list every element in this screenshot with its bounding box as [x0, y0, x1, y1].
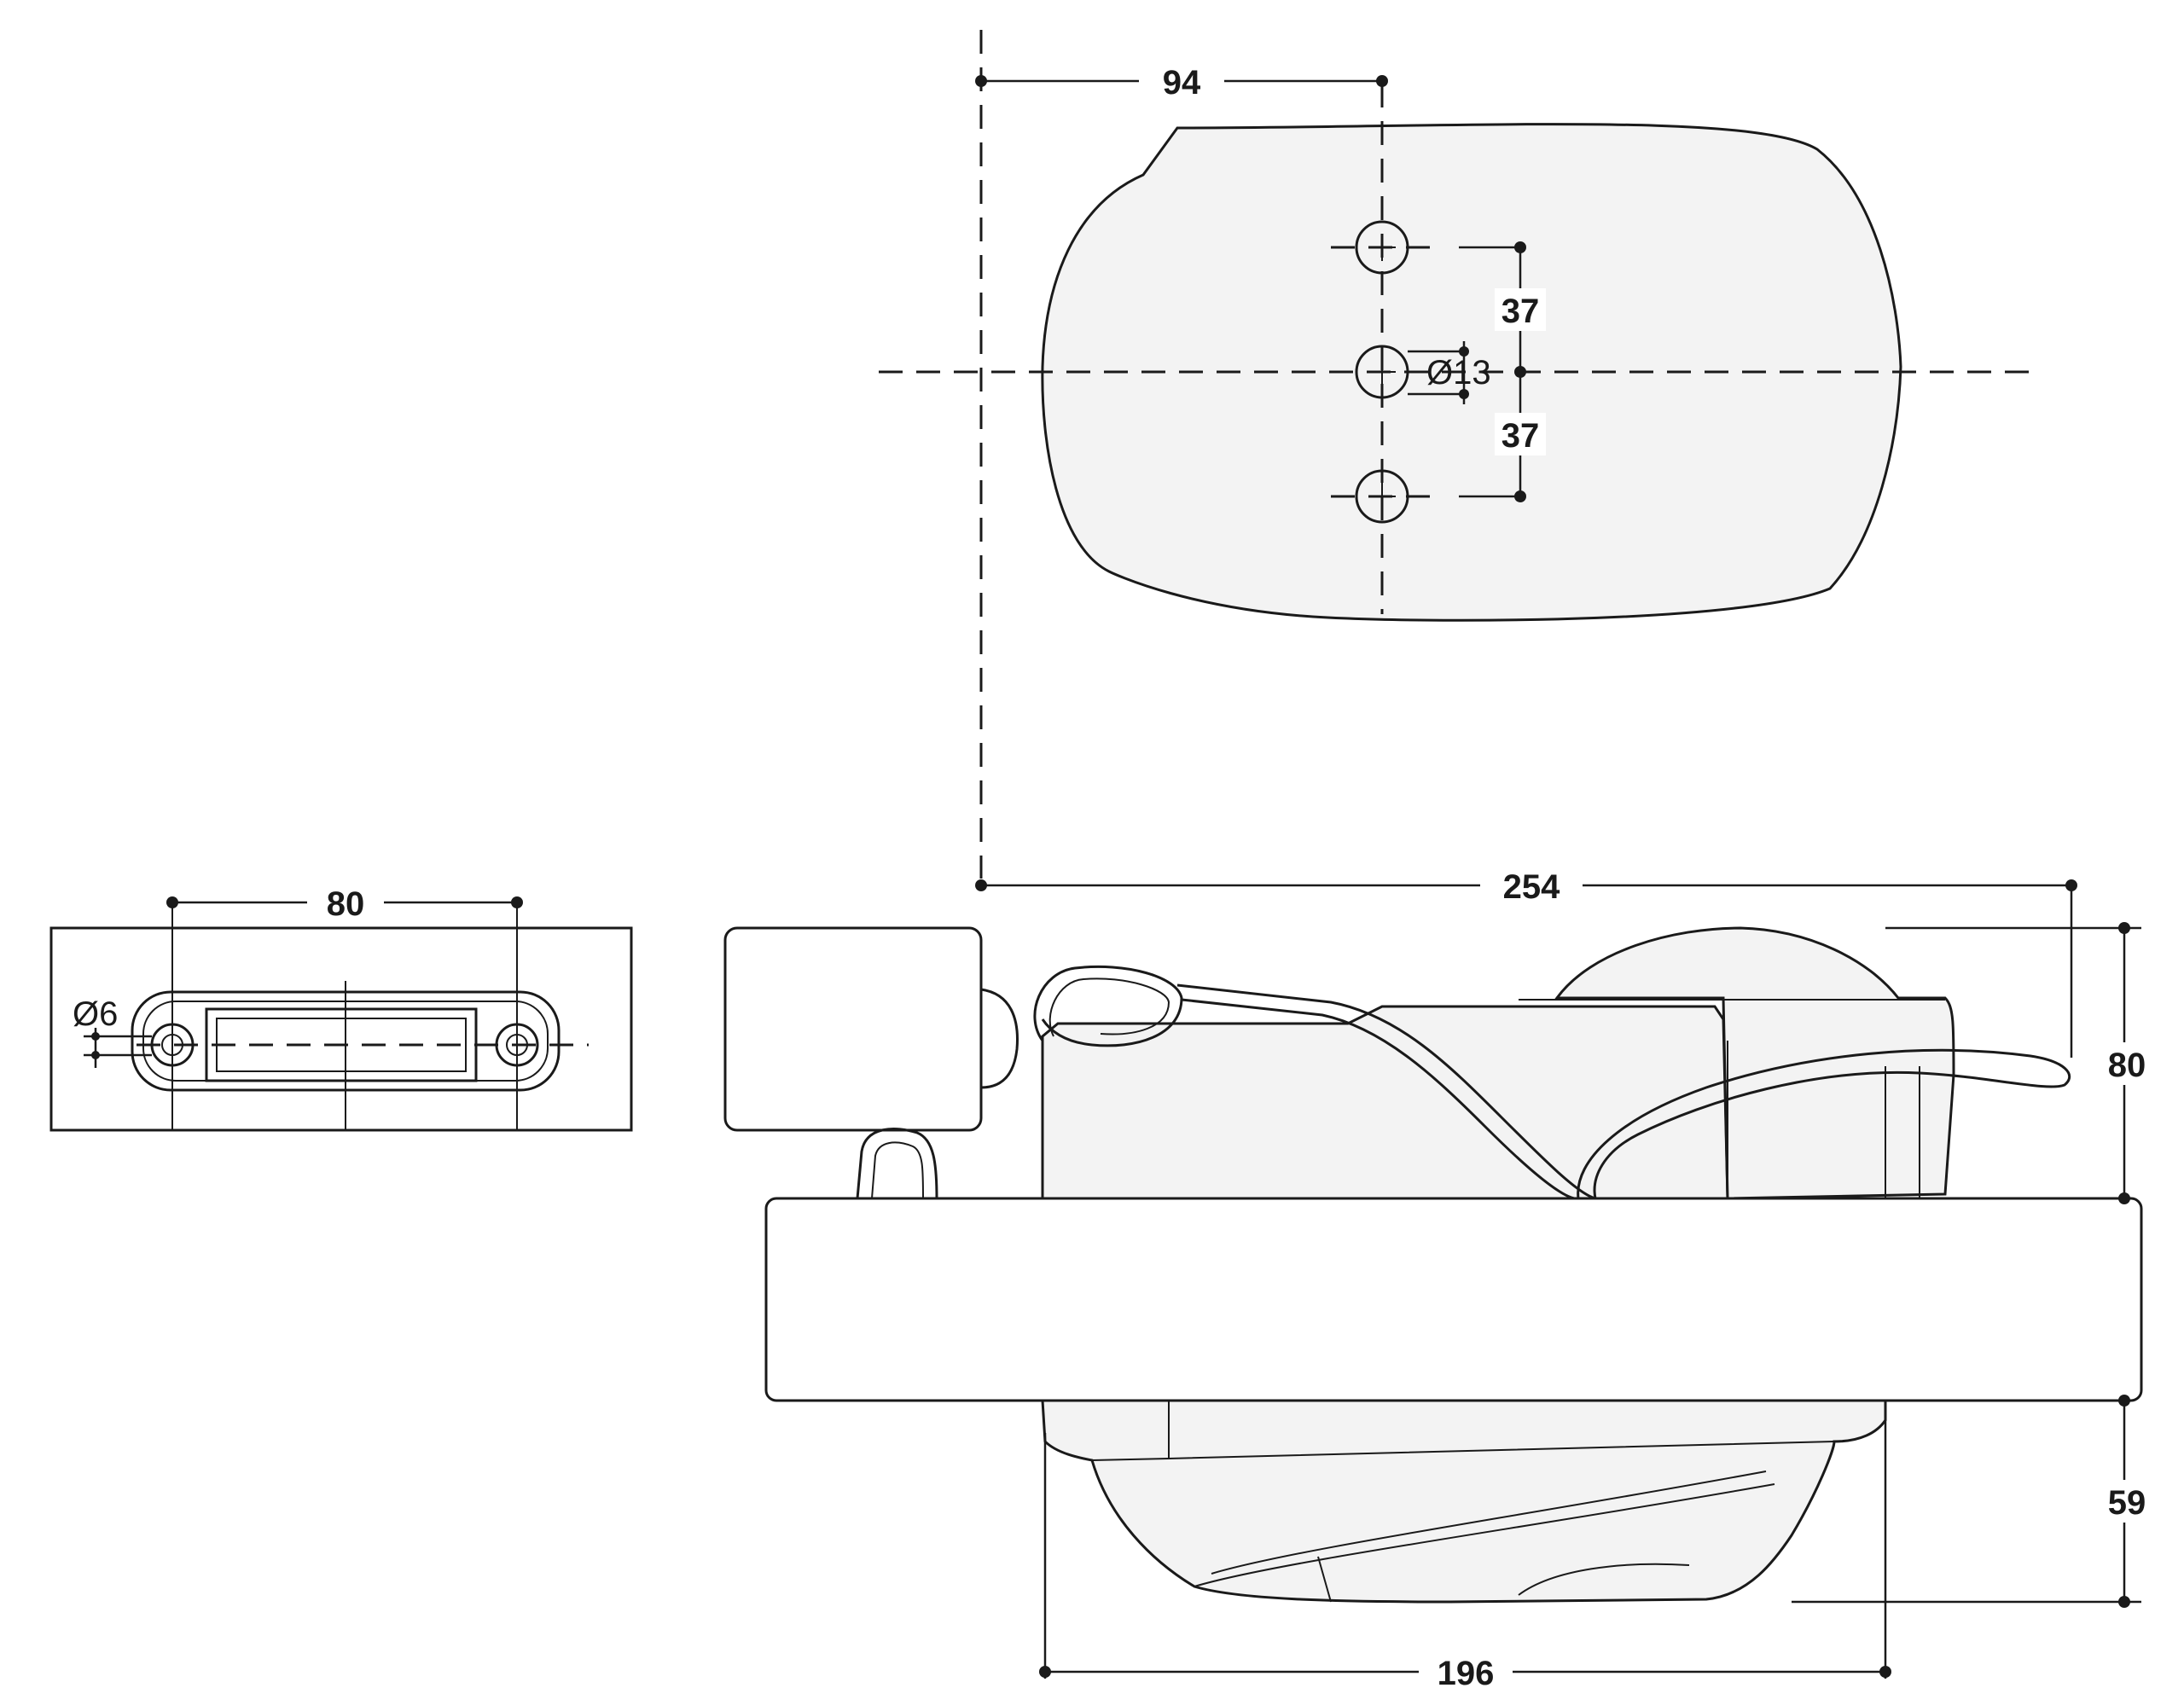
dim-label-diam6: Ø6	[73, 995, 118, 1033]
dim-label-59: 59	[2108, 1484, 2146, 1522]
side-view: 80 Ø6	[49, 881, 633, 1132]
dim-label-196: 196	[1438, 1655, 1495, 1688]
hanging-loop	[856, 1128, 938, 1199]
mounting-plate-top-view: 37 37 Ø13 94	[879, 60, 2039, 622]
dim-label-diam13: Ø13	[1426, 354, 1491, 392]
mounting-plate-outline	[1041, 123, 1902, 622]
bracket-strap	[1176, 983, 1596, 1200]
side-view-hole-left	[150, 1023, 195, 1067]
side-view-hole-right	[495, 1023, 539, 1067]
strap-loop	[1033, 965, 1183, 1047]
upper-housing	[1041, 1005, 1729, 1200]
dim-label-94: 94	[1163, 64, 1201, 102]
main-view-dimensions: 254 80 59 196	[975, 864, 2167, 1688]
end-cap	[723, 926, 983, 1132]
dim-label-37-upper: 37	[1502, 293, 1540, 330]
dim-label-80-side: 80	[327, 885, 365, 923]
curved-handle	[1577, 1048, 2071, 1199]
lamp-front-view	[723, 926, 2143, 1604]
lower-housing	[1041, 1399, 1887, 1604]
cable-gland	[980, 988, 1019, 1089]
dim-label-37-lower: 37	[1502, 417, 1540, 455]
dome-cover	[1554, 926, 1955, 1200]
side-view-frame	[49, 926, 633, 1132]
dim-label-80-right: 80	[2108, 1047, 2146, 1084]
dim-label-254: 254	[1503, 868, 1560, 906]
main-bar	[764, 1197, 2143, 1402]
